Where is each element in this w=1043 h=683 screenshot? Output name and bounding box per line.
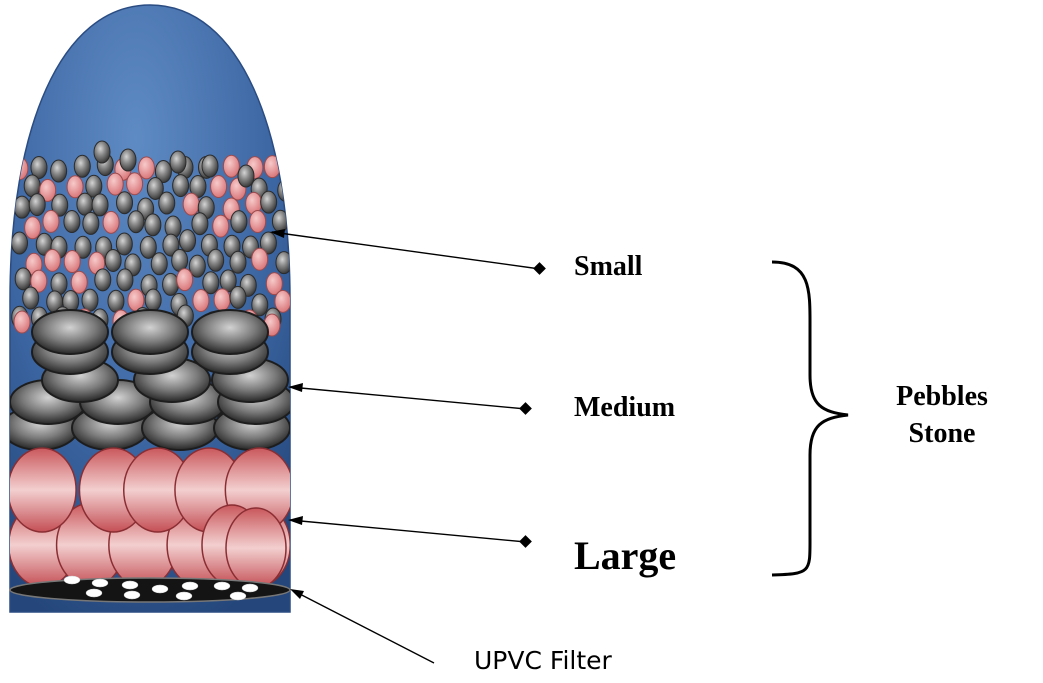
small-gray-pebble xyxy=(172,249,188,271)
small-pink-pebble xyxy=(71,271,87,293)
small-gray-pebble xyxy=(128,211,144,233)
small-gray-pebble xyxy=(23,287,39,309)
small-gray-pebble xyxy=(74,155,90,177)
medium-pebble xyxy=(112,310,188,354)
small-gray-pebble xyxy=(151,253,167,275)
medium-pebble xyxy=(32,310,108,354)
filter-hole xyxy=(214,582,230,590)
small-pink-pebble xyxy=(138,157,154,179)
small-gray-pebble xyxy=(231,211,247,233)
arrow-large xyxy=(290,520,526,542)
small-pink-pebble xyxy=(250,211,266,233)
diamond-medium xyxy=(519,402,532,415)
small-pink-pebble xyxy=(127,173,143,195)
arrowhead-filter xyxy=(290,589,304,599)
filter-hole xyxy=(92,579,108,587)
label-upvc-filter: UPVC Filter xyxy=(474,646,612,675)
small-pink-pebble xyxy=(64,251,80,273)
label-pebbles: Pebbles xyxy=(896,381,988,412)
small-gray-pebble xyxy=(64,211,80,233)
filter-hole xyxy=(86,589,102,597)
group-brace xyxy=(772,262,848,575)
filter-hole xyxy=(242,584,258,592)
small-gray-pebble xyxy=(203,272,219,294)
filter-hole xyxy=(182,582,198,590)
diamond-large xyxy=(519,535,532,548)
filter-hole xyxy=(124,591,140,599)
small-gray-pebble xyxy=(163,273,179,295)
small-gray-pebble xyxy=(12,232,28,254)
medium-pebble xyxy=(192,310,268,354)
small-gray-pebble xyxy=(202,155,218,177)
small-gray-pebble xyxy=(15,268,31,290)
small-pink-pebble xyxy=(214,289,230,311)
small-gray-pebble xyxy=(180,230,196,252)
arrow-filter xyxy=(292,590,434,663)
small-gray-pebble xyxy=(29,194,45,216)
arrow-medium xyxy=(290,387,526,409)
small-gray-pebble xyxy=(261,191,277,213)
small-pebbles-layer xyxy=(12,141,294,336)
label-small: Small xyxy=(574,251,642,283)
label-stone: Stone xyxy=(909,418,976,449)
filter-hole xyxy=(152,585,168,593)
small-gray-pebble xyxy=(230,251,246,273)
small-pink-pebble xyxy=(183,193,199,215)
small-gray-pebble xyxy=(120,149,136,171)
small-pink-pebble xyxy=(252,248,268,270)
large-pebbles-layer xyxy=(8,448,293,588)
filter-hole xyxy=(122,581,138,589)
small-pink-pebble xyxy=(44,249,60,271)
small-gray-pebble xyxy=(145,289,161,311)
small-pink-pebble xyxy=(193,290,209,312)
large-pebble xyxy=(226,508,286,588)
small-pink-pebble xyxy=(177,269,193,291)
small-pink-pebble xyxy=(211,176,227,198)
small-gray-pebble xyxy=(94,141,110,163)
small-gray-pebble xyxy=(230,286,246,308)
small-gray-pebble xyxy=(83,212,99,234)
small-gray-pebble xyxy=(95,269,111,291)
small-pink-pebble xyxy=(14,311,30,333)
medium-pebbles-layer xyxy=(2,310,294,450)
small-pink-pebble xyxy=(25,217,41,239)
pointer-arrows xyxy=(270,229,546,663)
small-gray-pebble xyxy=(108,290,124,312)
small-gray-pebble xyxy=(105,249,121,271)
small-gray-pebble xyxy=(77,193,93,215)
small-gray-pebble xyxy=(82,289,98,311)
small-gray-pebble xyxy=(208,249,224,271)
label-pebbles-stone: Pebbles Stone xyxy=(868,378,1016,452)
small-pink-pebble xyxy=(213,215,229,237)
large-pebble xyxy=(8,448,76,532)
diamond-small xyxy=(533,262,546,275)
small-gray-pebble xyxy=(192,213,208,235)
small-gray-pebble xyxy=(170,151,186,173)
small-gray-pebble xyxy=(51,160,67,182)
label-large: Large xyxy=(574,532,676,579)
filter-hole xyxy=(64,576,80,584)
small-gray-pebble xyxy=(173,175,189,197)
filter-hole xyxy=(230,592,246,600)
small-gray-pebble xyxy=(278,179,294,201)
small-pink-pebble xyxy=(43,210,59,232)
small-gray-pebble xyxy=(116,233,132,255)
filter-hole xyxy=(176,592,192,600)
small-pink-pebble xyxy=(103,211,119,233)
small-pink-pebble xyxy=(223,155,239,177)
arrow-small xyxy=(272,232,540,269)
small-gray-pebble xyxy=(117,192,133,214)
label-medium: Medium xyxy=(574,392,675,424)
small-pink-pebble xyxy=(107,173,123,195)
small-gray-pebble xyxy=(92,194,108,216)
small-gray-pebble xyxy=(145,214,161,236)
small-gray-pebble xyxy=(238,165,254,187)
small-gray-pebble xyxy=(117,269,133,291)
small-gray-pebble xyxy=(159,192,175,214)
